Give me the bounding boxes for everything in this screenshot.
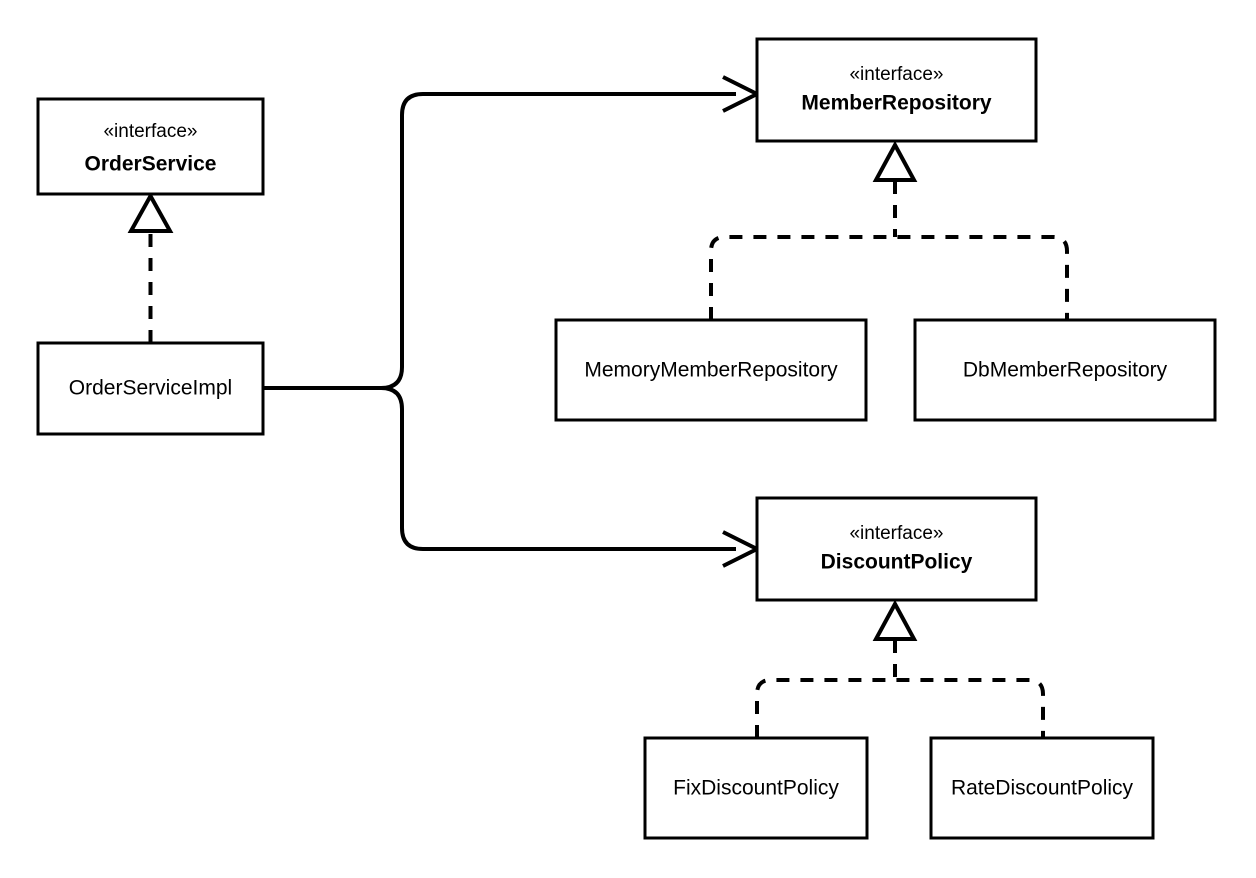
class-box-fix-discount-policy[interactable]: FixDiscountPolicy xyxy=(643,736,869,840)
class-name-order-service-impl: OrderServiceImpl xyxy=(69,377,232,400)
stereotype-member-repository: «interface» xyxy=(849,64,943,85)
class-box-rate-discount-policy-rect xyxy=(929,736,1155,840)
class-box-memory-member-repository[interactable]: MemoryMemberRepository xyxy=(554,318,868,422)
class-box-order-service-rect xyxy=(36,97,265,196)
class-box-discount-policy[interactable]: «interface» DiscountPolicy xyxy=(755,496,1038,602)
hollow-triangle-icon xyxy=(127,191,174,233)
class-box-order-service[interactable]: «interface» OrderService xyxy=(36,97,265,196)
class-box-fix-discount-policy-rect xyxy=(643,736,869,840)
class-box-member-repository-rect xyxy=(755,37,1038,143)
class-box-rate-discount-policy[interactable]: RateDiscountPolicy xyxy=(929,736,1155,840)
class-box-db-member-repository[interactable]: DbMemberRepository xyxy=(913,318,1217,422)
class-name-discount-policy: DiscountPolicy xyxy=(821,551,973,574)
class-name-order-service: OrderService xyxy=(85,153,217,176)
class-box-order-service-impl-rect xyxy=(36,341,265,436)
edge-discount-policy-realizations xyxy=(755,599,1045,738)
edge-impl-realizes-order-service xyxy=(127,191,174,343)
class-box-discount-policy-rect xyxy=(755,496,1038,602)
edge-member-repository-realizations xyxy=(709,140,1069,320)
association-line-discount-policy xyxy=(263,386,736,551)
stereotype-discount-policy: «interface» xyxy=(849,523,943,544)
hollow-triangle-icon-member-repository xyxy=(872,140,918,182)
class-name-memory-member-repository: MemoryMemberRepository xyxy=(584,359,838,382)
realization-bus-discount-policy xyxy=(755,678,1045,738)
association-line-member-repository xyxy=(263,92,736,390)
class-name-member-repository: MemberRepository xyxy=(801,92,992,115)
hollow-triangle-icon-discount-policy xyxy=(872,599,918,641)
class-box-db-member-repository-rect xyxy=(913,318,1217,422)
class-box-order-service-impl[interactable]: OrderServiceImpl xyxy=(36,341,265,436)
class-box-memory-member-repository-rect xyxy=(554,318,868,422)
class-name-db-member-repository: DbMemberRepository xyxy=(963,359,1168,382)
class-box-member-repository[interactable]: «interface» MemberRepository xyxy=(755,37,1038,143)
class-name-rate-discount-policy: RateDiscountPolicy xyxy=(951,777,1134,800)
realization-bus-member-repository xyxy=(709,235,1069,320)
stereotype-order-service: «interface» xyxy=(103,121,197,142)
class-name-fix-discount-policy: FixDiscountPolicy xyxy=(673,777,839,800)
